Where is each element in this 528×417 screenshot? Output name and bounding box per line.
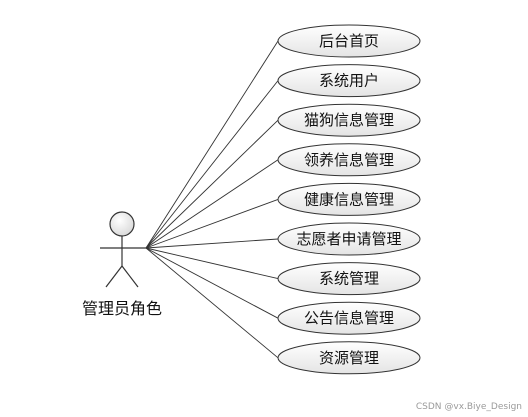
use-case-group: 后台首页系统用户猫狗信息管理领养信息管理健康信息管理志愿者申请管理系统管理公告信… [277, 24, 421, 375]
actor-figure [100, 211, 146, 288]
use-case-ellipse [277, 222, 421, 256]
use-case: 系统用户 [277, 64, 421, 98]
association-line [145, 159, 279, 249]
actor-head [109, 211, 135, 237]
use-case-label: 系统用户 [319, 72, 379, 90]
use-case-ellipse [277, 143, 421, 177]
use-case: 志愿者申请管理 [277, 222, 421, 256]
use-case-ellipse [277, 103, 421, 137]
association-line [145, 40, 279, 249]
use-case: 公告信息管理 [277, 301, 421, 335]
use-case: 资源管理 [277, 341, 421, 375]
watermark: CSDN @vx.Biye_Design [415, 402, 522, 412]
association-line [145, 247, 279, 359]
association-line [145, 247, 279, 280]
association-lines [145, 40, 279, 359]
use-case-ellipse [277, 341, 421, 375]
association-line [145, 247, 279, 319]
association-line [145, 238, 279, 249]
actor-left-leg [105, 265, 123, 288]
use-case: 健康信息管理 [277, 182, 421, 216]
use-case-label: 资源管理 [319, 349, 379, 367]
actor-right-leg [121, 265, 139, 288]
use-case-label: 健康信息管理 [304, 190, 394, 208]
use-case: 猫狗信息管理 [277, 103, 421, 137]
use-case-ellipse [277, 24, 421, 58]
association-line [145, 80, 279, 249]
use-case-label: 志愿者申请管理 [296, 230, 401, 248]
use-case-label: 后台首页 [319, 32, 379, 50]
association-line [145, 198, 279, 249]
use-case-label: 领养信息管理 [304, 151, 394, 169]
use-case-ellipse [277, 182, 421, 216]
use-case-label: 系统管理 [319, 270, 379, 288]
use-case-ellipse [277, 262, 421, 296]
use-case: 领养信息管理 [277, 143, 421, 177]
use-case-ellipse [277, 301, 421, 335]
use-case-label: 公告信息管理 [304, 309, 394, 327]
use-case-label: 猫狗信息管理 [304, 111, 394, 129]
use-case: 系统管理 [277, 262, 421, 296]
use-case: 后台首页 [277, 24, 421, 58]
association-line [145, 119, 279, 249]
use-case-ellipse [277, 64, 421, 98]
actor-label: 管理员角色 [82, 299, 162, 318]
